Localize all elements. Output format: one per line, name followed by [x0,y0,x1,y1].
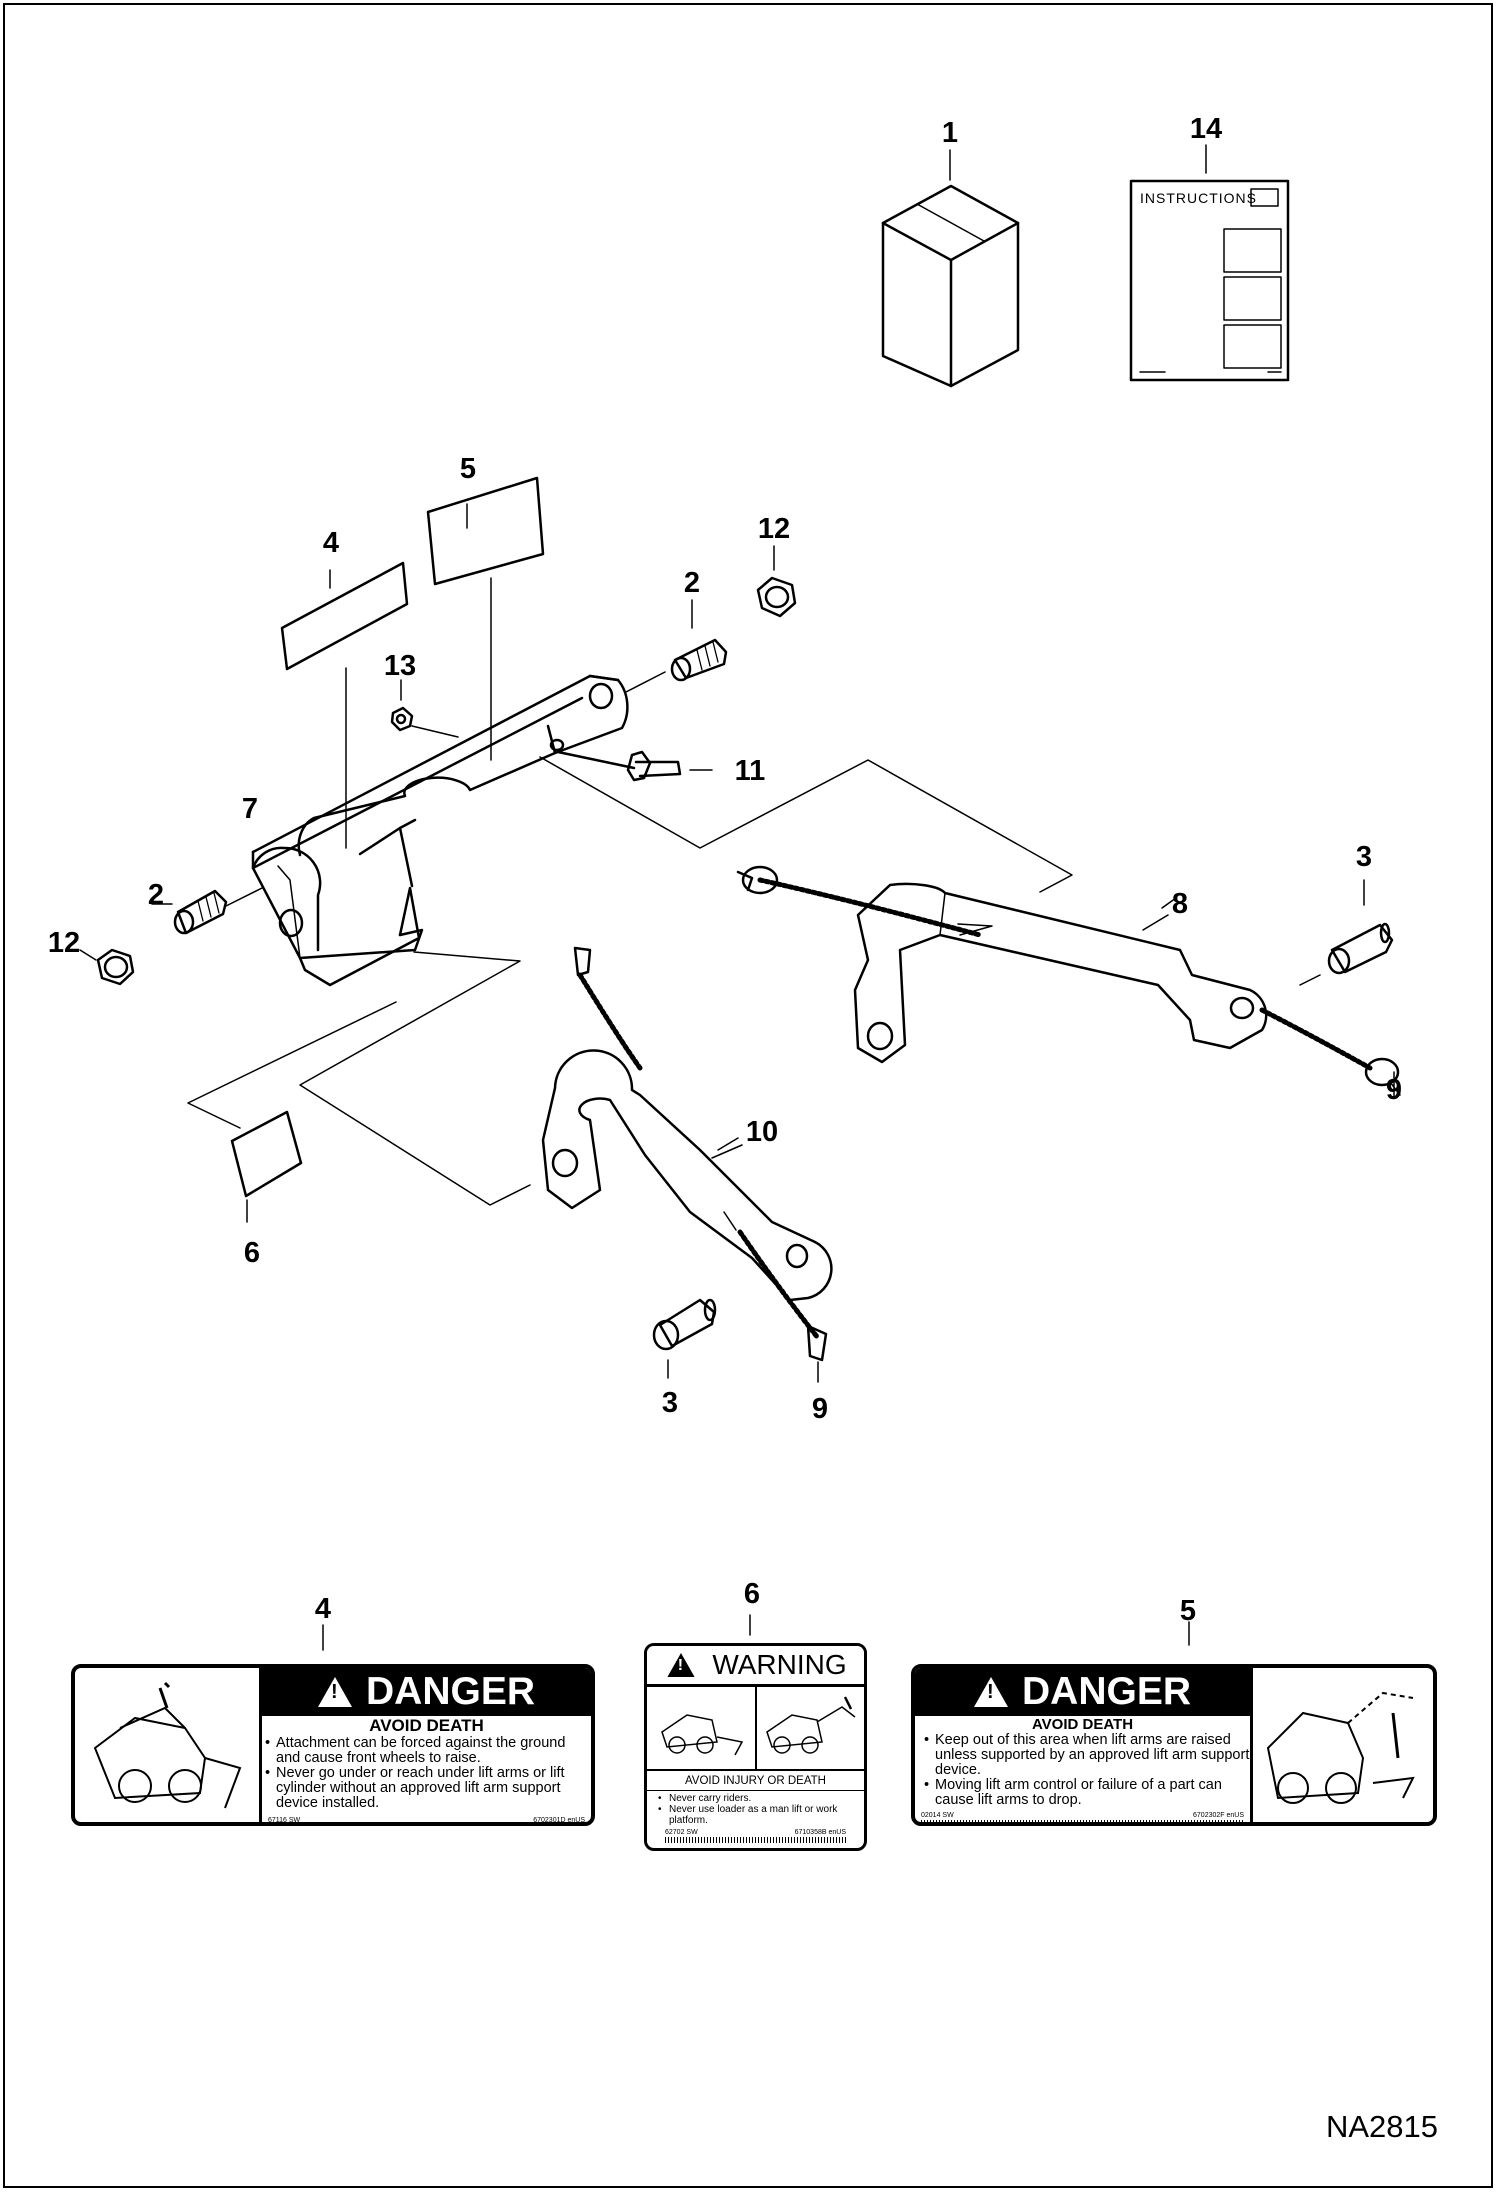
barcode [921,1820,1244,1822]
callout-8: 8 [1172,888,1188,920]
barcode [268,1825,585,1826]
warning-header-text: WARNING [712,1649,847,1680]
loader-illustration [75,1668,262,1822]
footer-left: 67116 SW [268,1817,301,1824]
pin-part-2-upper [625,599,728,693]
callout-2-upper: 2 [684,567,700,599]
footer-left: 62702 SW [665,1829,698,1836]
loader-illustration [1253,1668,1433,1822]
callout-11: 11 [735,755,766,787]
bullet-item: Keep out of this area when lift arms are… [924,1733,1250,1778]
bullet-item: Moving lift arm control or failure of a … [924,1778,1250,1808]
footer-right: 6710358B enUS [794,1829,846,1836]
callout-3-lower: 3 [662,1387,678,1419]
subheader: AVOID DEATH [369,1716,484,1735]
document-id: NA2815 [1325,2109,1438,2144]
pin-part-3-upper [1299,879,1394,986]
nut-part-12-upper [756,545,797,618]
page-border [3,3,1493,2188]
callout-10: 10 [746,1116,778,1148]
callout-4: 4 [323,527,339,559]
support-arm-part-10 [541,1049,833,1302]
warning-decal-6: WARNING AVOID INJURY OR DEATH Never carr… [644,1643,867,1851]
leader-4 [329,569,347,849]
danger-header-text: DANGER [1021,1670,1191,1713]
danger-decal-4: DANGER AVOID DEATH Attachment can be for… [71,1664,595,1826]
callout-6: 6 [244,1237,260,1269]
callout-14: 14 [1190,113,1222,145]
warning-illustrations [647,1687,864,1771]
callout-9-lower: 9 [812,1393,828,1425]
assembly-outline-lines [187,756,1073,1206]
callout-12-lower: 12 [48,927,80,959]
bullet-item: Never go under or reach under lift arms … [265,1766,591,1811]
decal-placeholder-5 [426,476,545,586]
bullet-item: Never use loader as a man lift or work p… [658,1804,864,1826]
danger-decal-5: DANGER AVOID DEATH Keep out of this area… [911,1664,1437,1826]
footer-right: 6702302F enUS [1193,1812,1244,1819]
bullet-item: Never carry riders. [658,1793,864,1804]
callout-12-upper: 12 [758,513,790,545]
warning-header: WARNING [647,1646,864,1687]
danger-header-text: DANGER [365,1670,535,1713]
leader-5 [466,503,492,761]
chain-part-10 [577,972,821,1341]
callout-7: 7 [242,793,258,825]
lynch-pin-part-9-upper [736,865,1401,1099]
mounting-bracket-part-7 [251,674,629,987]
danger-header: DANGER [915,1668,1250,1716]
danger-header: DANGER [262,1668,591,1716]
chain-part-8 [757,877,983,938]
callout-13: 13 [384,650,416,682]
callout-decal-6: 6 [744,1578,760,1610]
support-arm-part-8 [853,882,1268,1064]
instructions-label: INSTRUCTIONS [1140,190,1257,206]
callout-3-upper: 3 [1356,841,1372,873]
nut-part-12-lower [79,948,135,986]
instructions-sheet-part-14 [1129,144,1290,382]
callout-5: 5 [460,453,476,485]
callout-decal-5: 5 [1180,1595,1196,1627]
footer-right: 6702301D enUS [533,1817,585,1824]
decal-placeholder-6 [230,1110,303,1198]
callout-decal-4: 4 [315,1593,331,1625]
callout-2-lower: 2 [148,879,164,911]
barcode [665,1837,846,1843]
bullet-item: Attachment can be forced against the gro… [265,1736,591,1766]
pin-part-3-lower [652,1298,717,1379]
box-part-1 [881,149,1020,388]
callout-1: 1 [942,117,958,149]
bolt-part-11 [556,750,713,782]
callout-9-upper: 9 [1386,1074,1402,1106]
decal-placeholder-4 [280,561,409,671]
subheader: AVOID DEATH [1031,1716,1134,1733]
pin-part-2-lower [151,887,263,935]
lynch-pin-part-9-lower [573,946,828,1383]
nut-part-13 [390,679,459,738]
footer-left: 02014 SW [921,1812,954,1819]
subheader: AVOID INJURY OR DEATH [684,1775,826,1787]
